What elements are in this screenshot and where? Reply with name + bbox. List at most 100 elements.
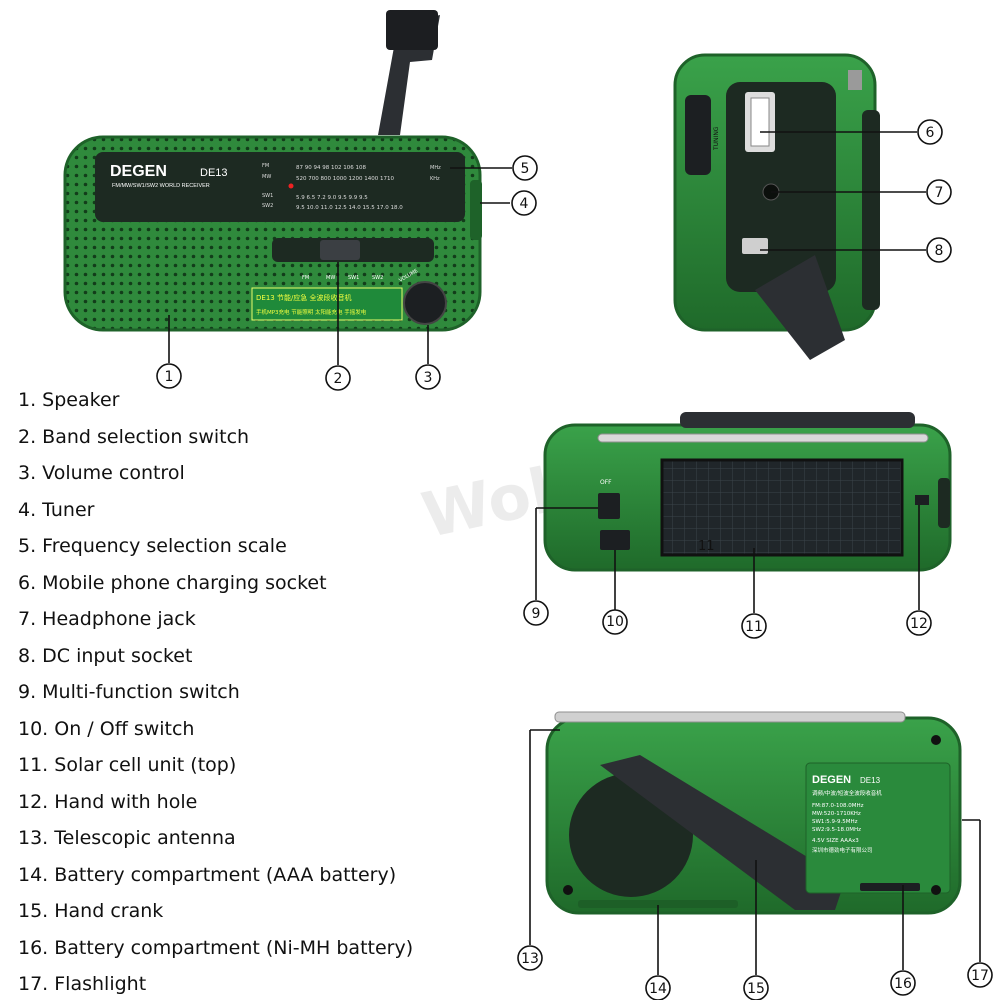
side-crank <box>755 255 845 360</box>
svg-text:10: 10 <box>606 614 624 630</box>
legend-item: 17. Flashlight <box>18 973 147 995</box>
svg-text:12: 12 <box>910 616 928 632</box>
front-subtitle: FM/MW/SW1/SW2 WORLD RECEIVER <box>112 183 210 189</box>
legend-item: 5. Frequency selection scale <box>18 535 287 557</box>
legend-item: 6. Mobile phone charging socket <box>18 571 327 594</box>
radio-side-view: TUNING <box>673 53 880 360</box>
callout-10: 10 <box>602 609 628 635</box>
svg-text:4: 4 <box>520 196 529 212</box>
scale-sw2-label: SW2 <box>262 203 273 209</box>
radio-top-view: 11 OFF <box>543 412 952 572</box>
scale-mw-label: MW <box>262 174 271 180</box>
callout-9: 9 <box>523 600 549 626</box>
back-model: DE13 <box>860 776 881 785</box>
callout-4: 4 <box>511 190 537 216</box>
svg-text:9: 9 <box>532 606 541 622</box>
back-crank[interactable] <box>600 755 845 910</box>
tuning-label: TUNING <box>713 126 720 151</box>
legend-item: 4. Tuner <box>18 498 95 521</box>
callout-3: 3 <box>415 364 441 390</box>
band-labels: FM MW SW1 SW2 <box>302 275 383 281</box>
back-antenna <box>554 711 906 723</box>
sw1-scale: 5.9 6.5 7.2 9.0 9.5 9.9 9.5 <box>296 195 368 201</box>
legend-item: 13. Telescopic antenna <box>18 827 236 849</box>
svg-text:6: 6 <box>926 125 935 141</box>
scale-sw1-label: SW1 <box>262 193 273 199</box>
svg-text:3: 3 <box>424 370 433 386</box>
front-model: DE13 <box>200 167 228 179</box>
back-spec-3: SW1:5.9-9.5MHz <box>812 819 858 825</box>
solar-center-label: 11 <box>698 539 715 554</box>
mhz-unit: MHz <box>430 165 441 171</box>
legend-item: 16. Battery compartment (Ni-MH battery) <box>18 936 414 959</box>
legend-item: 1. Speaker <box>18 389 120 411</box>
tuning-wheel[interactable] <box>685 95 711 175</box>
hand-hole <box>915 495 929 505</box>
back-maker: 深圳市德劲电子有限公司 <box>812 846 873 854</box>
svg-text:SW2: SW2 <box>372 275 383 281</box>
callout-1: 1 <box>156 363 182 389</box>
sticker <box>251 287 403 321</box>
back-spec-1: FM:87.0-108.0MHz <box>812 803 864 809</box>
aaa-compartment <box>578 900 738 908</box>
multi-function-switch[interactable] <box>598 493 620 519</box>
callout-8: 8 <box>926 237 952 263</box>
svg-text:14: 14 <box>649 981 667 997</box>
svg-text:16: 16 <box>894 976 912 992</box>
label-plate <box>805 762 951 894</box>
legend-item: 3. Volume control <box>18 462 185 484</box>
top-antenna <box>597 433 929 443</box>
front-brand: DEGEN <box>110 163 167 180</box>
volume-knob[interactable] <box>403 281 447 325</box>
callout-14: 14 <box>645 975 671 1000</box>
sw2-scale: 9.5 10.0 11.0 12.5 14.0 15.5 17.0 18.0 <box>296 205 403 211</box>
legend-item: 9. Multi-function switch <box>18 681 240 703</box>
back-brand: DEGEN <box>812 774 851 786</box>
legend-item: 12. Hand with hole <box>18 790 198 813</box>
legend-item: 2. Band selection switch <box>18 425 250 448</box>
frequency-scale-panel <box>95 152 465 222</box>
callout-5: 5 <box>512 155 538 181</box>
band-switch-knob[interactable] <box>320 240 360 260</box>
on-off-switch[interactable] <box>600 530 630 550</box>
legend-item: 14. Battery compartment (AAA battery) <box>18 863 397 886</box>
scale-fm-label: FM <box>262 163 269 169</box>
fm-scale: 87 90 94 98 102 106 108 <box>296 165 366 171</box>
svg-text:5: 5 <box>521 161 530 177</box>
svg-text:15: 15 <box>747 981 765 997</box>
legend-item: 11. Solar cell unit (top) <box>18 754 237 776</box>
callout-leaders <box>168 131 981 975</box>
callout-2: 2 <box>325 365 351 391</box>
callout-6: 6 <box>917 119 943 145</box>
callout-15: 15 <box>743 975 769 1000</box>
legend-item: 15. Hand crank <box>18 900 164 922</box>
legend-item: 8. DC input socket <box>18 644 193 667</box>
radio-back-view: DEGEN DE13 调频/中波/短波全波段收音机 FM:87.0-108.0M… <box>545 711 962 915</box>
mw-scale: 520 700 800 1000 1200 1400 1710 <box>296 176 394 182</box>
svg-text:13: 13 <box>521 951 539 967</box>
khz-unit: KHz <box>430 176 440 182</box>
back-power: 4.5V SIZE AAAx3 <box>812 838 859 844</box>
back-spec-4: SW2:9.5-18.0MHz <box>812 827 861 833</box>
off-label: OFF <box>600 479 612 486</box>
callout-11: 11 <box>741 613 767 639</box>
svg-text:1: 1 <box>165 369 174 385</box>
callout-17: 17 <box>967 962 993 988</box>
svg-text:17: 17 <box>971 968 989 984</box>
back-spec-2: MW:520-1710KHz <box>812 811 861 817</box>
tuner-dial[interactable] <box>470 180 482 240</box>
svg-text:FM: FM <box>302 275 309 281</box>
svg-text:7: 7 <box>935 185 944 201</box>
radio-front-view: DEGEN DE13 FM/MW/SW1/SW2 WORLD RECEIVER … <box>63 10 482 332</box>
nimh-compartment <box>860 883 920 891</box>
side-port-panel <box>726 82 836 292</box>
callouts: 1 2 3 4 5 6 7 8 9 10 11 12 13 14 15 16 1… <box>156 119 993 1000</box>
svg-text:MW: MW <box>326 275 335 281</box>
legend-item: 7. Headphone jack <box>18 608 196 630</box>
back-subtitle: 调频/中波/短波全波段收音机 <box>812 789 882 797</box>
sticker-line-2: 手机MP3充电 节能照明 太阳能充电 手摇发电 <box>256 308 367 316</box>
solar-panel <box>660 458 904 557</box>
legend-item: 10. On / Off switch <box>18 717 195 740</box>
dc-input-socket[interactable] <box>742 238 768 254</box>
callout-16: 16 <box>890 970 916 996</box>
